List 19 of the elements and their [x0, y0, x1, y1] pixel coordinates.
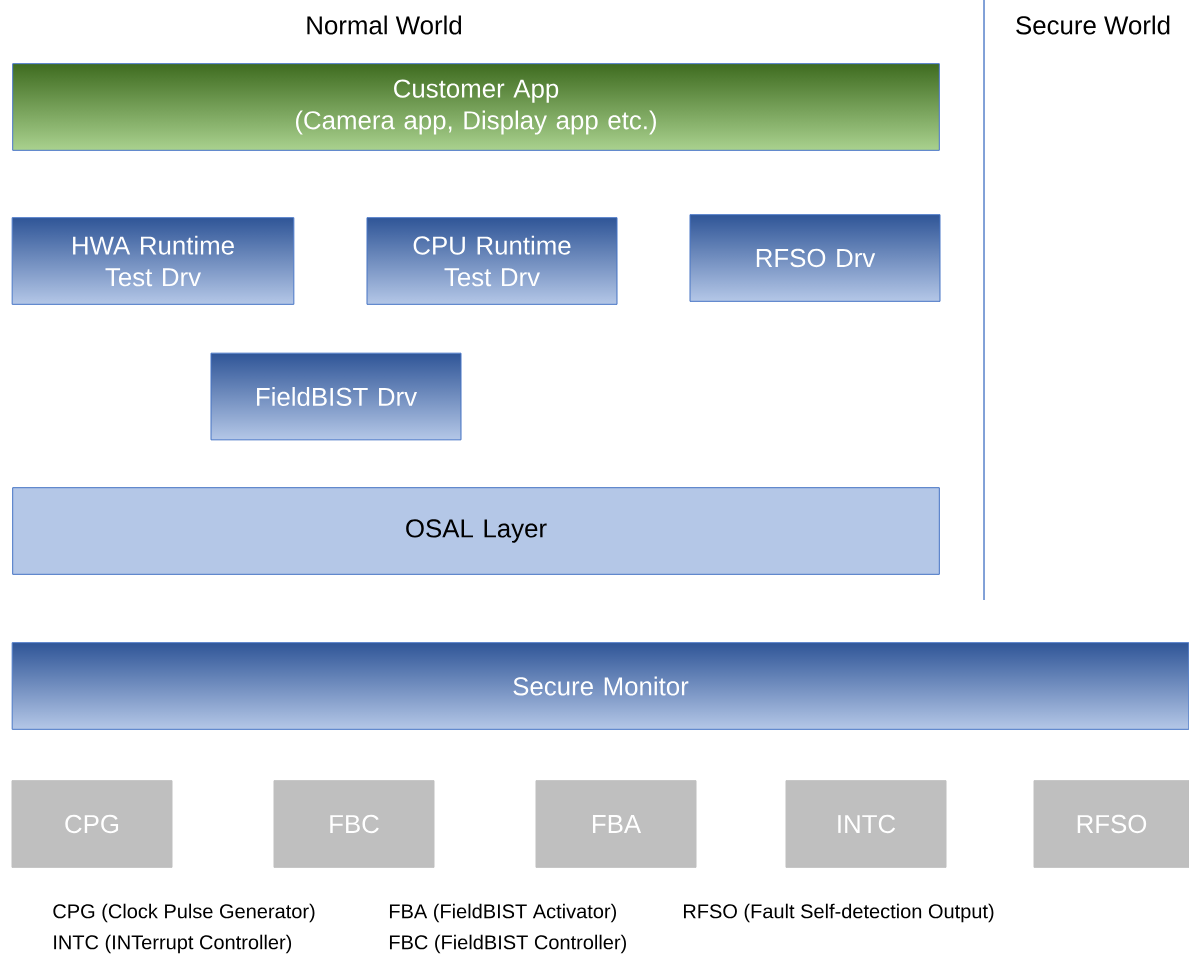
hardware-block: CPG	[11, 780, 173, 868]
driver-box: HWA Runtime Test Drv	[11, 217, 295, 305]
abbreviation-note: FBA (FieldBIST Activator)	[390, 903, 616, 923]
abbreviation-note: RFSO (Fault Self-detection Output)	[684, 903, 994, 923]
app-box: Customer App (Camera app, Display app etc.)	[12, 63, 940, 151]
section-heading: Secure World	[1016, 15, 1170, 35]
driver-box: CPU Runtime Test Drv	[366, 217, 618, 305]
layer-box: OSAL Layer	[12, 487, 940, 575]
abbreviation-note: FBC (FieldBIST Controller)	[390, 934, 626, 954]
abbreviation-note: CPG (Clock Pulse Generator)	[53, 903, 315, 923]
hardware-block: RFSO	[1033, 780, 1189, 868]
hardware-block: FBC	[273, 780, 435, 868]
driver-box: Secure Monitor	[11, 642, 1189, 730]
section-heading: Normal World	[307, 15, 462, 35]
hardware-block: FBA	[535, 780, 697, 868]
hardware-block: INTC	[785, 780, 947, 868]
abbreviation-note: INTC (INTerrupt Controller)	[54, 934, 292, 954]
driver-box: FieldBIST Drv	[210, 352, 462, 441]
driver-box: RFSO Drv	[689, 214, 941, 302]
